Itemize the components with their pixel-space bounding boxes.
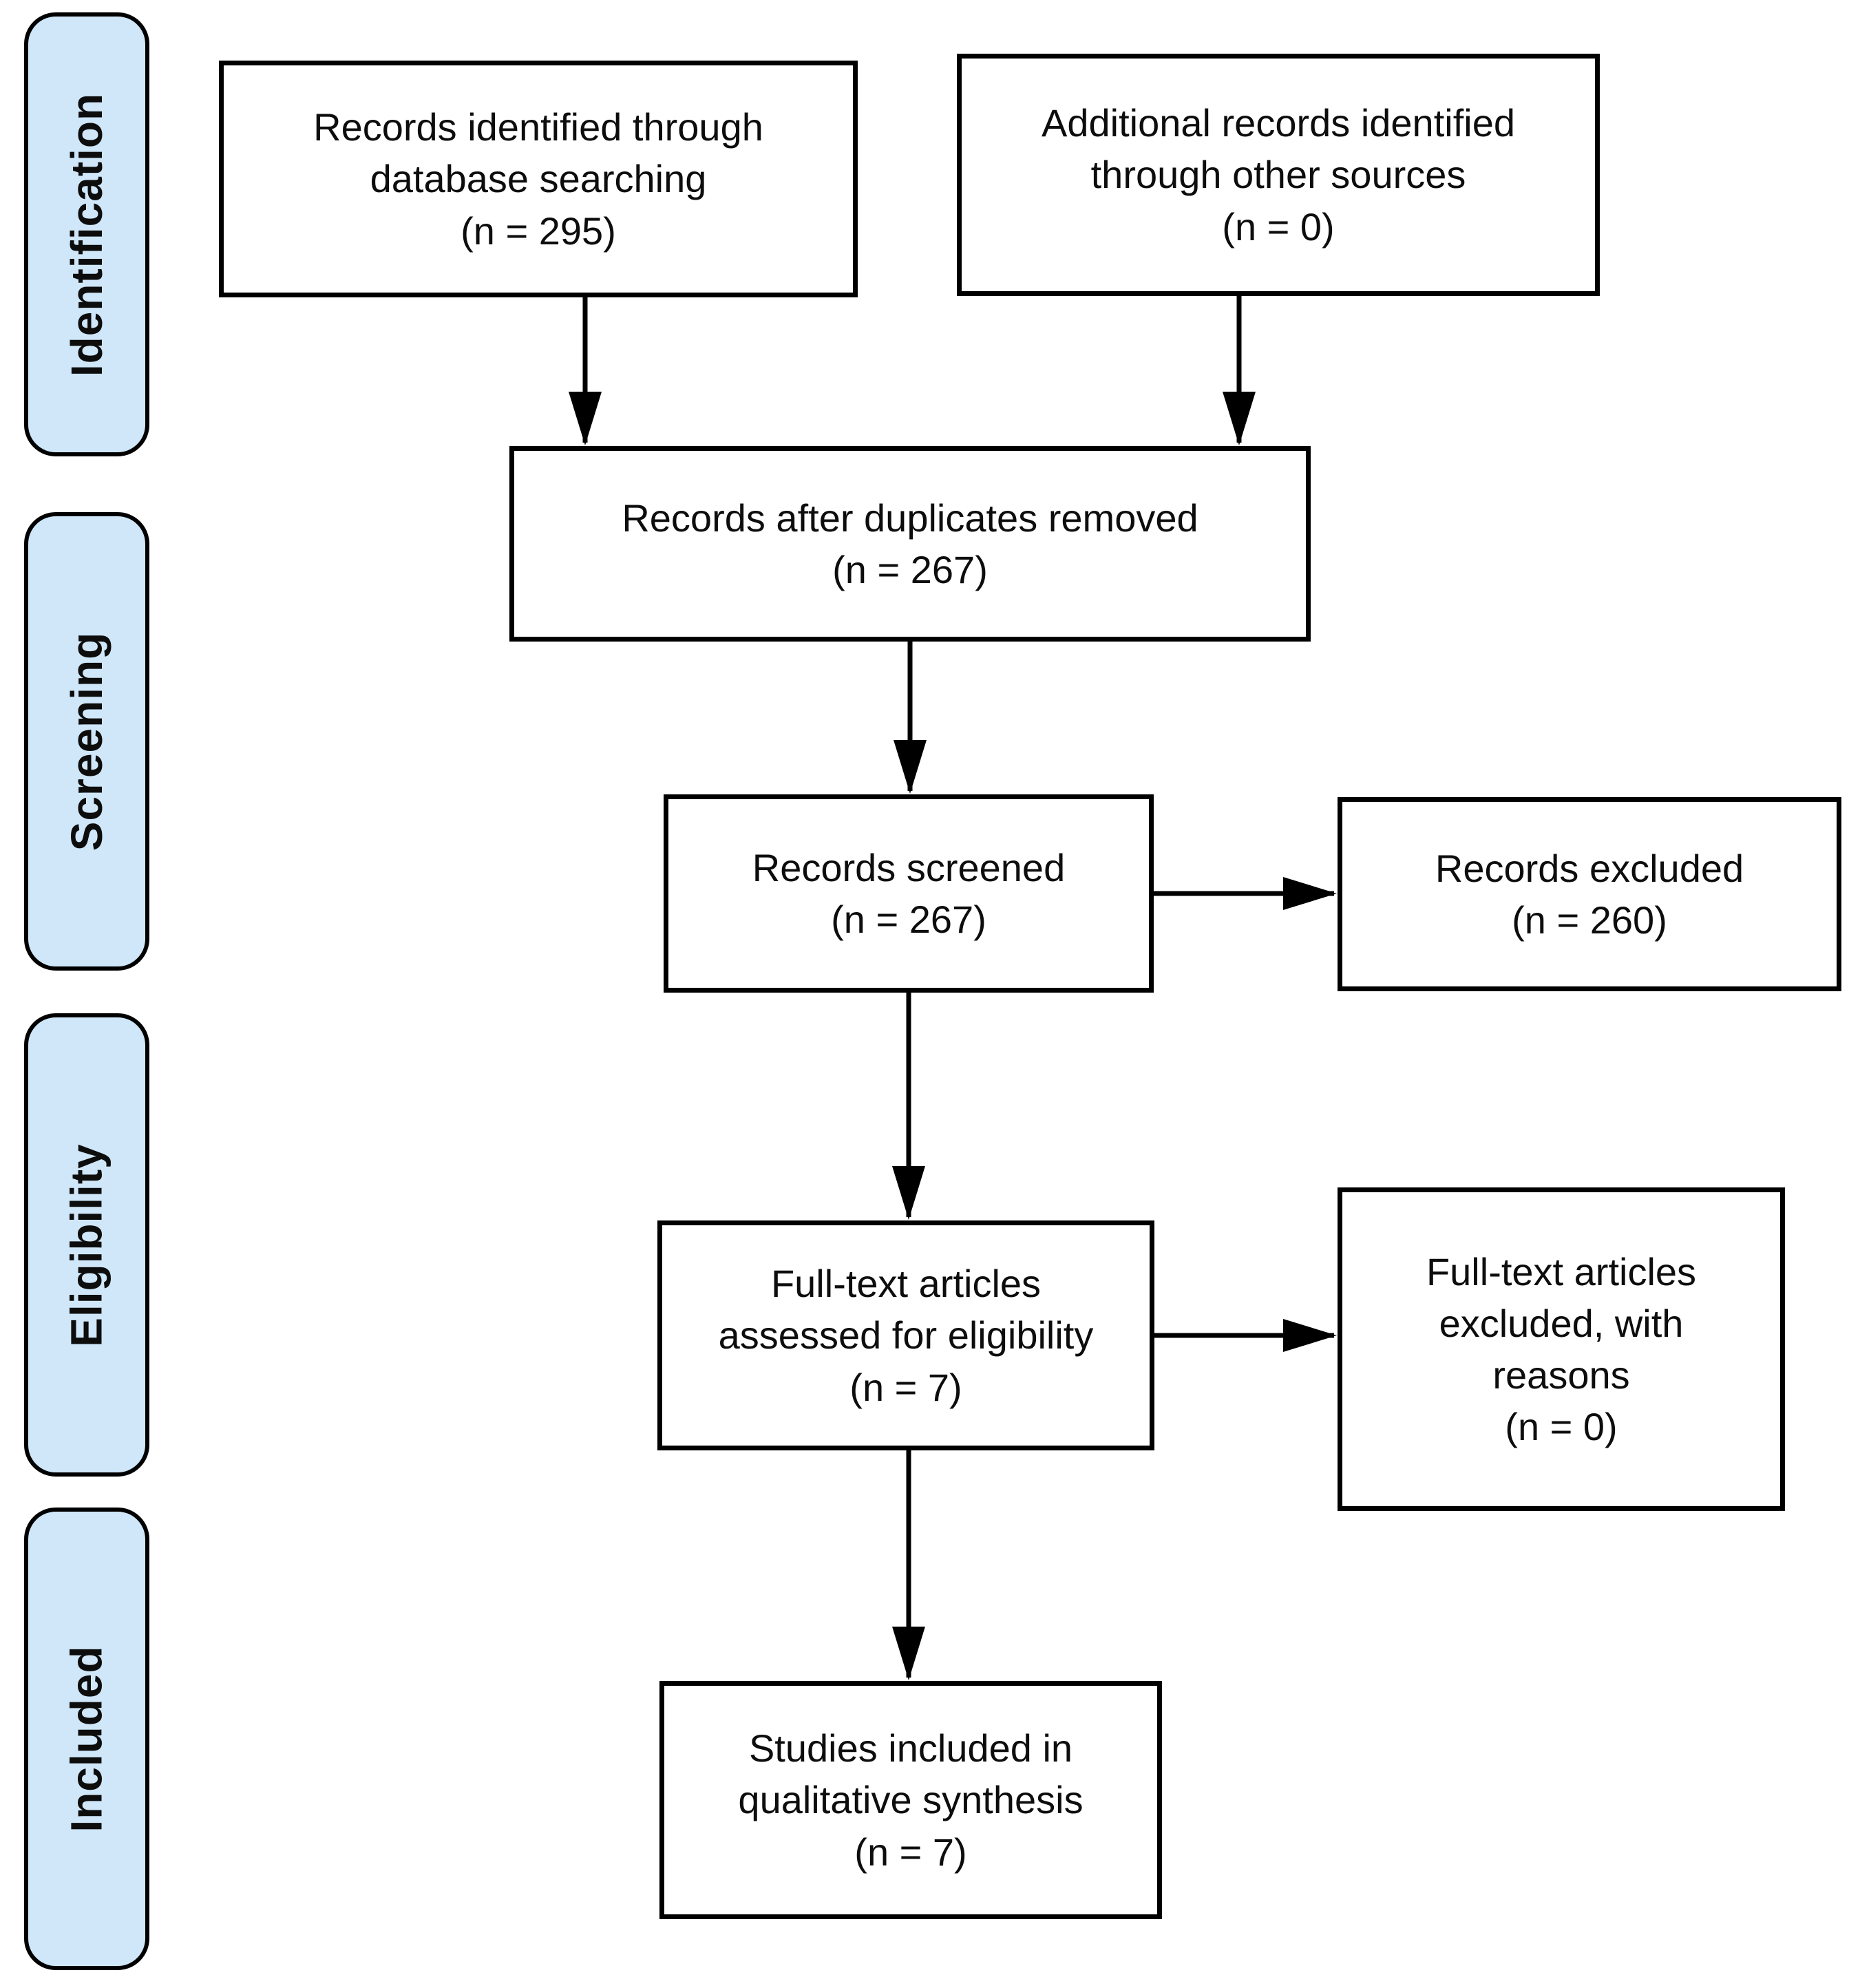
box-fulltext-assessed-count: (n = 7) (849, 1365, 962, 1409)
box-additional-records-line: through other sources (1090, 153, 1466, 197)
box-records-identified: Records identified through database sear… (219, 61, 858, 297)
box-additional-records-count: (n = 0) (1222, 204, 1335, 248)
box-fulltext-excluded: Full-text articles excluded, with reason… (1338, 1187, 1785, 1511)
box-duplicates-removed-count: (n = 267) (832, 548, 988, 591)
box-fulltext-assessed-line: assessed for eligibility (718, 1313, 1094, 1357)
box-studies-included: Studies included in qualitative synthesi… (659, 1681, 1162, 1919)
stage-included: Included (24, 1508, 149, 1970)
box-records-screened-count: (n = 267) (831, 898, 986, 941)
stage-identification: Identification (24, 12, 149, 456)
box-duplicates-removed-line: Records after duplicates removed (622, 496, 1198, 540)
stage-included-label: Included (62, 1645, 112, 1832)
box-fulltext-excluded-line: excluded, with (1439, 1301, 1684, 1345)
box-fulltext-assessed: Full-text articles assessed for eligibil… (657, 1220, 1154, 1450)
box-fulltext-excluded-line: reasons (1492, 1353, 1630, 1397)
box-records-excluded-count: (n = 260) (1512, 898, 1667, 942)
box-studies-included-line: Studies included in (748, 1726, 1073, 1770)
box-records-screened-line: Records screened (752, 845, 1066, 889)
box-records-identified-count: (n = 295) (461, 209, 616, 253)
box-studies-included-line: qualitative synthesis (738, 1778, 1084, 1822)
box-records-identified-line: Records identified through (313, 105, 763, 149)
stage-identification-label: Identification (62, 92, 112, 377)
box-additional-records-line: Additional records identified (1042, 101, 1515, 145)
box-fulltext-excluded-line: Full-text articles (1426, 1249, 1697, 1293)
box-additional-records: Additional records identified through ot… (957, 54, 1600, 296)
box-records-after-duplicates-removed: Records after duplicates removed (n = 26… (509, 446, 1311, 642)
box-records-identified-line: database searching (370, 157, 707, 201)
box-studies-included-count: (n = 7) (854, 1830, 967, 1874)
box-records-screened: Records screened (n = 267) (664, 794, 1154, 993)
box-records-excluded: Records excluded (n = 260) (1338, 797, 1841, 991)
box-records-excluded-line: Records excluded (1435, 846, 1744, 890)
stage-eligibility: Eligibility (24, 1013, 149, 1477)
stage-screening-label: Screening (62, 631, 112, 852)
box-fulltext-assessed-line: Full-text articles (770, 1262, 1042, 1306)
stage-screening: Screening (24, 512, 149, 971)
box-fulltext-excluded-count: (n = 0) (1505, 1405, 1618, 1449)
stage-eligibility-label: Eligibility (62, 1143, 112, 1347)
